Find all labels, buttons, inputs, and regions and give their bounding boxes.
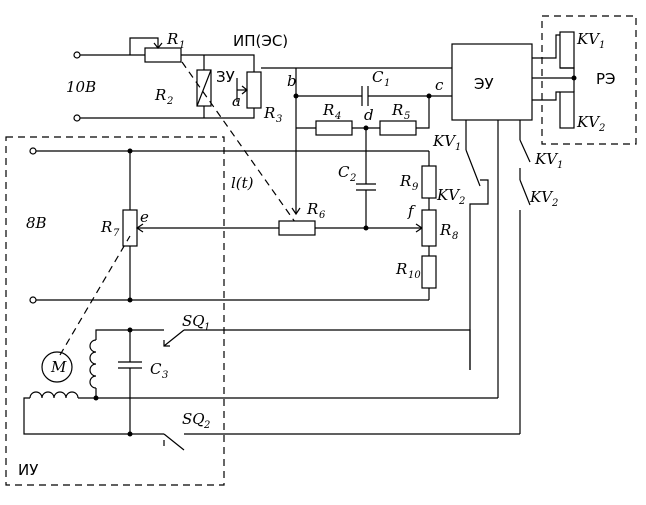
re-enclosure <box>541 15 637 145</box>
r2-variable-slash <box>196 69 212 107</box>
terminal-8v-bottom <box>29 296 37 304</box>
label-node-b: b <box>287 72 297 90</box>
label-8v: 8В <box>26 214 47 232</box>
label-node-e: e <box>140 208 149 226</box>
svg-text:2: 2 <box>551 198 558 209</box>
motor-circle <box>41 351 73 383</box>
svg-text:1: 1 <box>599 40 605 51</box>
label-zu: ЗУ <box>216 68 235 86</box>
label-kv2-b: KV <box>529 188 554 206</box>
resistor-r7 <box>122 209 138 247</box>
kv1-coil <box>559 31 575 69</box>
label-motor: M <box>50 358 67 376</box>
kv2-coil <box>559 91 575 129</box>
label-re: РЭ <box>596 70 616 88</box>
winding-horizontal <box>29 391 79 399</box>
terminal-8v-top <box>29 147 37 155</box>
labels: R 1 ИП(ЭС) 10В R 2 ЗУ a R 3 b C 1 c R 4 … <box>18 30 616 479</box>
label-r10: R <box>395 260 407 278</box>
kv2-contact-b <box>519 179 531 206</box>
label-r8: R <box>439 221 451 239</box>
svg-text:1: 1 <box>179 40 185 51</box>
label-sq2: SQ <box>182 410 205 428</box>
svg-text:6: 6 <box>319 210 326 221</box>
label-c3: C <box>150 360 162 378</box>
svg-text:7: 7 <box>113 228 120 239</box>
label-c1: C <box>372 68 384 86</box>
svg-text:9: 9 <box>412 182 419 193</box>
svg-text:4: 4 <box>334 111 341 122</box>
wire-top-run <box>181 54 255 72</box>
svg-text:1: 1 <box>204 322 210 333</box>
terminal-top <box>73 51 81 59</box>
label-r9: R <box>399 172 411 190</box>
label-node-a: a <box>232 92 241 110</box>
label-node-d: d <box>364 106 374 124</box>
svg-text:3: 3 <box>162 370 168 381</box>
kv1-contact-b <box>519 139 531 163</box>
r1-tap-arrow <box>153 42 163 49</box>
mech-link-m-r7 <box>59 235 131 356</box>
svg-text:1: 1 <box>557 160 563 171</box>
sq2-contact <box>163 433 185 451</box>
winding-vertical <box>89 339 97 389</box>
iu-enclosure <box>5 136 225 486</box>
svg-text:1: 1 <box>455 142 461 153</box>
svg-text:2: 2 <box>349 173 356 184</box>
label-node-c: c <box>435 76 444 94</box>
label-ip-es: ИП(ЭС) <box>233 32 288 50</box>
label-r2: R <box>154 86 166 104</box>
r6-tap-arrow <box>291 207 301 216</box>
sq1-contact <box>163 329 185 347</box>
terminal-bottom <box>73 114 81 122</box>
svg-text:2: 2 <box>598 123 605 134</box>
svg-text:2: 2 <box>203 420 210 431</box>
label-kv1-top: KV <box>576 30 601 48</box>
label-r6: R <box>306 200 318 218</box>
label-kv1-a: KV <box>432 132 457 150</box>
label-kv1-b: KV <box>534 150 559 168</box>
label-kv2-a: KV <box>436 186 461 204</box>
resistor-r9 <box>421 165 437 199</box>
svg-text:8: 8 <box>452 231 458 242</box>
label-r3: R <box>263 104 275 122</box>
label-lt: l(t) <box>231 174 254 192</box>
mech-link-r1-r6 <box>181 61 296 223</box>
resistor-r10 <box>421 255 437 289</box>
label-c2: C <box>338 163 350 181</box>
resistor-r8 <box>421 209 437 247</box>
resistor-r6 <box>278 220 316 236</box>
svg-text:1: 1 <box>384 78 390 89</box>
r7-wiper-arrow <box>135 223 144 233</box>
r3-wiper-arrow <box>241 85 248 95</box>
label-eu: ЭУ <box>474 75 494 93</box>
resistor-r1 <box>144 47 182 63</box>
label-kv2-top: KV <box>576 113 601 131</box>
label-r4: R <box>322 101 334 119</box>
svg-text:5: 5 <box>404 111 410 122</box>
resistor-r4 <box>315 120 353 136</box>
eu-block <box>451 43 533 121</box>
label-sq1: SQ <box>182 312 205 330</box>
resistor-r3 <box>246 71 262 109</box>
r1-tap-wire <box>129 37 159 55</box>
svg-text:2: 2 <box>458 196 465 207</box>
svg-text:2: 2 <box>166 96 173 107</box>
label-r1: R <box>166 30 178 48</box>
svg-text:3: 3 <box>276 114 282 125</box>
label-iu: ИУ <box>18 461 38 479</box>
kv1-contact-a <box>465 149 481 187</box>
resistor-r5 <box>379 120 417 136</box>
label-10v: 10В <box>66 78 96 96</box>
wire-bottom-run <box>80 108 255 119</box>
label-r7: R <box>100 218 112 236</box>
label-node-f: f <box>407 202 416 220</box>
label-r5: R <box>391 101 403 119</box>
svg-text:10: 10 <box>408 270 421 281</box>
